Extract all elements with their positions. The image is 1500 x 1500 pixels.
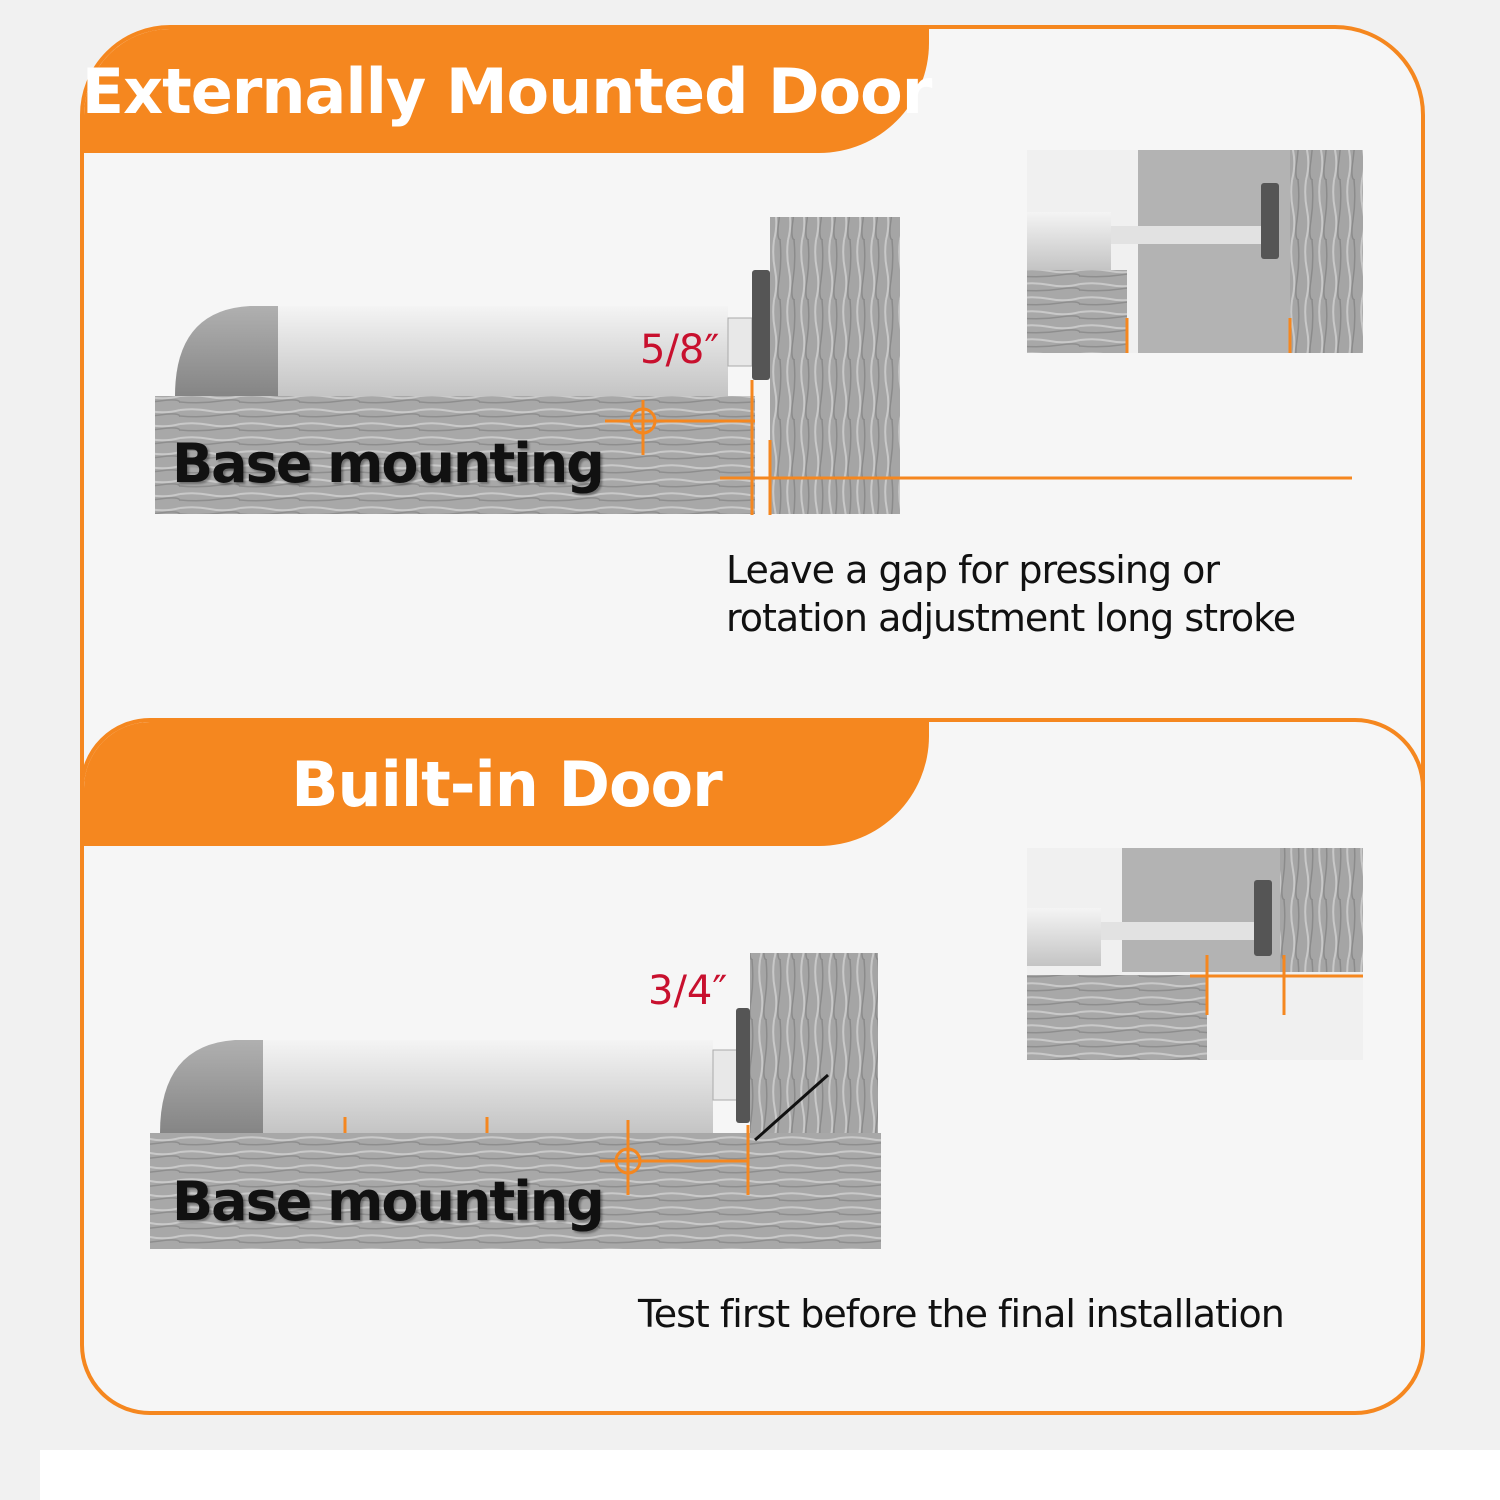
latch-plunger (712, 1049, 739, 1101)
built-in-title: Built-in Door (84, 722, 929, 846)
base-board (150, 1133, 881, 1249)
door-panel (750, 953, 878, 1133)
base-mounting-label: Base mounting (172, 1170, 605, 1233)
test-note: Test first before the final installation (638, 1292, 1285, 1336)
gap-note-line-2: rotation adjustment long stroke (726, 596, 1296, 640)
gap-note-line-1: Leave a gap for pressing or (726, 548, 1220, 592)
latch-body (278, 306, 728, 396)
magnet-plate (752, 270, 770, 380)
base-mounting-label: Base mounting (172, 432, 605, 495)
dimension-label-3-4: 3/4″ (648, 968, 728, 1014)
dimension-label-5-8: 5/8″ (640, 327, 720, 373)
latch-cap (160, 1040, 265, 1133)
door-panel (770, 217, 900, 514)
magnet-plate (736, 1008, 750, 1123)
externally-mounted-title: Externally Mounted Door (82, 29, 932, 153)
latch-cap (175, 306, 280, 396)
bottom-strip (40, 1450, 1500, 1500)
